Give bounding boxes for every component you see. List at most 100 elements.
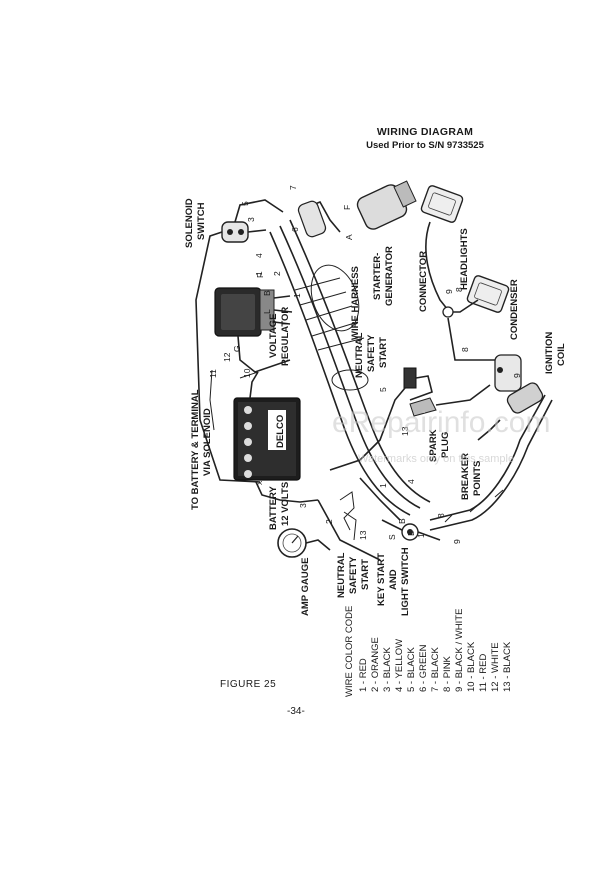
- legend-item: 1 - RED: [358, 658, 369, 692]
- wire-num: 7: [288, 185, 298, 190]
- label-battery-2: 12 VOLTS: [280, 482, 291, 526]
- label-key-start-2: AND: [388, 569, 399, 590]
- legend-item: 2 - ORANGE: [370, 637, 381, 692]
- legend-item: 13 - BLACK: [502, 641, 513, 692]
- wire-numbers: 5 3 7 6 4 1 2 1 12 10 11 9 8 8 9 5 13 1 …: [208, 185, 522, 544]
- label-to-battery-1: TO BATTERY & TERMINAL: [190, 389, 201, 510]
- label-key-start-1: KEY START: [376, 553, 387, 606]
- label-starter-2: GENERATOR: [384, 246, 395, 306]
- label-breaker-2: POINTS: [472, 461, 483, 496]
- terminal-letters: A F F B L G S B L x: [232, 205, 416, 540]
- wire-num: 5: [240, 201, 250, 206]
- wire-num: 13: [358, 530, 368, 540]
- wire-num: 12: [222, 352, 232, 362]
- wire-num: 5: [378, 387, 388, 392]
- diagram-title: WIRING DIAGRAM: [376, 126, 474, 138]
- terminal-starter-f: F: [342, 205, 352, 210]
- label-nss-lower-2: SAFETY: [348, 556, 359, 594]
- wire-num: 13: [400, 426, 410, 436]
- lower-harness: [429, 394, 553, 531]
- label-key-start-3: LIGHT SWITCH: [400, 547, 411, 616]
- wire-num: 4: [254, 253, 264, 258]
- page-number: -34-: [287, 706, 305, 717]
- label-battery-1: BATTERY: [268, 486, 279, 530]
- diagram-subtitle: Used Prior to S/N 9733525: [366, 140, 484, 151]
- legend-item: 11 - RED: [478, 653, 489, 692]
- wire-num: 8: [460, 347, 470, 352]
- terminal-reg-l: L: [262, 309, 272, 314]
- figure-label: FIGURE 25: [220, 679, 277, 690]
- battery-logo: DELCO: [275, 415, 286, 448]
- starter-generator: [297, 180, 417, 238]
- terminal-reg-b: B: [262, 290, 272, 296]
- wire-num: 1: [378, 483, 388, 488]
- wire-num: 4: [406, 479, 416, 484]
- component-labels: SOLENOID SWITCH STARTER- GENERATOR HEADL…: [184, 198, 567, 616]
- terminal-switch-l: L: [406, 531, 416, 536]
- watermark-subtext: Watermarks only on this sample: [358, 453, 514, 465]
- label-amp-gauge: AMP GAUGE: [300, 558, 311, 616]
- terminal-reg-g: G: [232, 345, 242, 352]
- legend-item: 7 - BLACK: [430, 646, 441, 692]
- label-to-battery-2: VIA SOLENOID: [202, 408, 213, 476]
- label-ignition-1: IGNITION: [544, 332, 555, 374]
- wire-num: 3: [298, 503, 308, 508]
- label-headlights: HEADLIGHTS: [459, 228, 470, 290]
- label-connector: CONNECTOR: [418, 251, 429, 312]
- wire-num: 8: [436, 513, 446, 518]
- label-ignition-2: COIL: [556, 343, 567, 366]
- amp-gauge: [277, 528, 331, 558]
- ground-x: x: [254, 480, 264, 485]
- neutral-safety-start-lower: [339, 491, 357, 541]
- wire-num: 2: [272, 271, 282, 276]
- legend-item: 4 - YELLOW: [394, 639, 405, 692]
- label-condenser: CONDENSER: [509, 279, 520, 340]
- ignition-coil: [494, 354, 544, 414]
- voltage-regulator: [214, 287, 293, 373]
- legend-item: 9 - BLACK / WHITE: [454, 609, 465, 692]
- watermark-text: eRepairinfo.com: [332, 406, 550, 439]
- wire-num: 2: [324, 519, 334, 524]
- label-starter-1: STARTER-: [372, 253, 383, 300]
- label-spark-plug-1: SPARK: [428, 429, 439, 462]
- label-nss-upper-2: SAFETY: [366, 334, 377, 372]
- label-wire-harness: WIRE HARNESS: [350, 266, 361, 340]
- wire-num: 6: [290, 227, 300, 232]
- legend-item: 5 - BLACK: [406, 646, 417, 692]
- wire-num: 11: [208, 369, 218, 378]
- label-regulator-2: REGULATOR: [280, 307, 291, 366]
- terminal-switch-s: S: [387, 534, 397, 540]
- wire-num: 1: [416, 533, 426, 538]
- label-regulator-1: VOLTAGE: [268, 313, 279, 358]
- watermark: eRepairinfo.com Watermarks only on this …: [332, 406, 550, 465]
- solenoid-switch: [195, 199, 284, 483]
- key-start-switch: [381, 519, 441, 541]
- breaker-points: [477, 419, 501, 441]
- battery: DELCO: [233, 371, 319, 503]
- wire-num: 8: [454, 287, 464, 292]
- legend-item: 8 - PINK: [442, 655, 453, 692]
- label-spark-plug-2: PLUG: [440, 432, 451, 458]
- connector: [442, 306, 505, 361]
- spark-plug: [409, 384, 491, 417]
- legend-item: 10 - BLACK: [466, 641, 477, 692]
- label-nss-upper-3: START: [378, 337, 389, 368]
- wire-num: 9: [444, 289, 454, 294]
- wire-num: 9: [512, 373, 522, 378]
- legend-title: WIRE COLOR CODE: [344, 606, 355, 697]
- wire-num: 9: [452, 539, 462, 544]
- terminal-switch-b: B: [397, 518, 407, 524]
- wire-num: 10: [242, 368, 252, 378]
- wire-num: 1: [292, 293, 302, 298]
- label-solenoid-1: SOLENOID: [184, 198, 195, 248]
- label-breaker-1: BREAKER: [460, 453, 471, 500]
- legend-item: 12 - WHITE: [490, 642, 501, 692]
- label-nss-upper-1: NEUTRAL: [354, 332, 365, 378]
- label-nss-lower-3: START: [360, 559, 371, 590]
- legend-item: 6 - GREEN: [418, 644, 429, 692]
- label-nss-lower-1: NEUTRAL: [336, 552, 347, 598]
- terminal-a: A: [344, 234, 354, 240]
- label-solenoid-2: SWITCH: [196, 202, 207, 240]
- neutral-safety-start-upper: [403, 367, 433, 401]
